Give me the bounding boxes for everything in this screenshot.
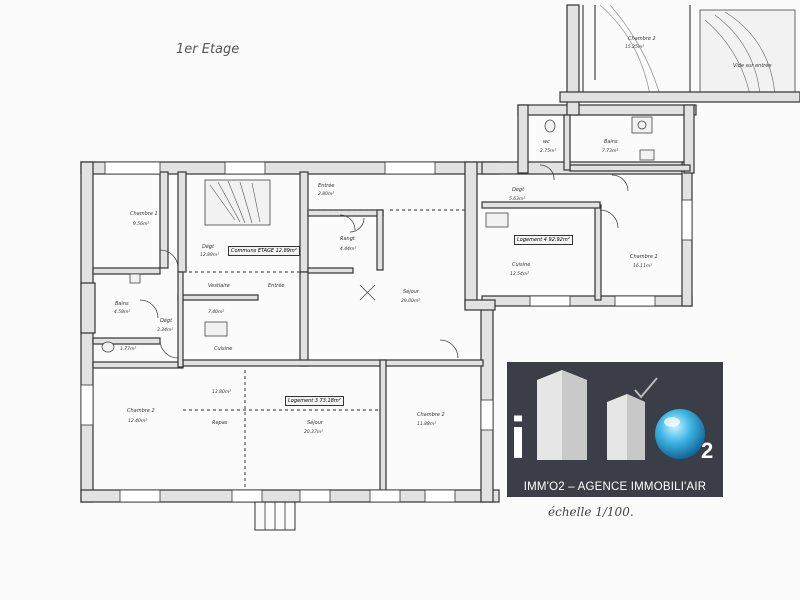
handwritten-scale-note: échelle 1/100. — [548, 505, 634, 519]
bubble-icon — [655, 409, 705, 459]
room-label: Entrée — [268, 282, 285, 289]
logement-4-label: Logement 4 92.92m² — [514, 235, 573, 245]
room-area: 4.44m² — [340, 246, 356, 252]
room-area: 11.88m² — [417, 421, 436, 427]
room-label: Chambre 2 — [417, 412, 445, 418]
room-area: 29.00m² — [401, 298, 420, 304]
fixtures — [101, 116, 655, 353]
room-label: Cuisine — [214, 346, 232, 352]
room-label: Chambre 2 — [127, 408, 155, 414]
brand-text: IMM'O2 – AGENCE IMMOBILI'AIR — [523, 481, 707, 493]
room-label: Bains — [604, 139, 618, 145]
room-label: Chambre 1 — [130, 211, 158, 217]
agency-logo: i 2 IMM'O2 – AGENCE IMMOBILI'AIR — [507, 362, 723, 497]
room-label: Rangt — [340, 236, 356, 242]
room-area: 2.80m² — [318, 191, 334, 197]
room-area: 1.77m² — [120, 346, 136, 352]
logo-subscript: 2 — [701, 438, 713, 463]
room-area: 12.54m² — [510, 271, 529, 277]
room-area: 7.73m² — [602, 148, 618, 154]
dashed-line — [183, 271, 300, 490]
room-label: Séjour — [307, 419, 324, 426]
toilet-icon — [544, 119, 556, 133]
room-label: Dégt — [160, 317, 173, 324]
room-label: Bains — [115, 301, 129, 307]
logement-3-label: Logement 3 73.18m² — [285, 396, 344, 406]
toilet-icon — [101, 341, 115, 353]
room-label: Séjour — [403, 288, 420, 295]
washbasin-icon — [129, 273, 141, 284]
room-area: 16.11m² — [633, 263, 652, 269]
entrance-steps — [254, 501, 296, 531]
room-label: Dégt — [512, 186, 525, 193]
room-area: 9.56m² — [133, 221, 149, 227]
floor-title: 1er Etage — [176, 42, 240, 57]
washbasin-icon — [639, 149, 655, 161]
room-label: Chambre 1 — [630, 254, 658, 260]
stairs-icon — [204, 179, 271, 226]
logo-graphic: i 2 — [510, 370, 713, 471]
checkmark-icon — [634, 377, 658, 399]
room-label: Entrée — [318, 182, 335, 189]
room-label: Repas — [212, 420, 228, 426]
room-area: 4.58m² — [114, 309, 130, 315]
room-label: Vestiaire — [208, 283, 230, 289]
room-label: Cuisine — [512, 262, 530, 268]
logo-letter-i: i — [510, 406, 526, 471]
room-area: 15.25m² — [625, 44, 644, 50]
room-area: 2.75m² — [540, 148, 556, 154]
room-area: 12.40m² — [128, 418, 147, 424]
communs-label: Communs ETAGE 12.89m² — [228, 246, 300, 256]
upper-stair-area — [582, 4, 796, 101]
main-walls — [80, 4, 800, 503]
room-labels: Chambre 1 9.56m² Dégt 12.89m² Entrée 2.8… — [114, 36, 771, 435]
room-label: Chambre 2 — [628, 36, 656, 42]
room-label: Dégt — [202, 243, 215, 250]
room-area: 20.37m² — [304, 429, 323, 435]
room-label: Vide sur entrée — [733, 62, 771, 69]
room-area: 3.34m² — [157, 327, 173, 333]
kitchen-sink-icon — [485, 212, 509, 228]
shower-drain-icon — [637, 120, 647, 130]
sink-icon — [204, 321, 228, 337]
room-area: 5.63m² — [509, 196, 525, 202]
room-label: wc — [543, 139, 550, 145]
room-area: 13.80m² — [212, 389, 231, 395]
room-area: 7.40m² — [208, 309, 224, 315]
room-area: 12.89m² — [200, 252, 219, 258]
door-swings — [139, 164, 629, 359]
